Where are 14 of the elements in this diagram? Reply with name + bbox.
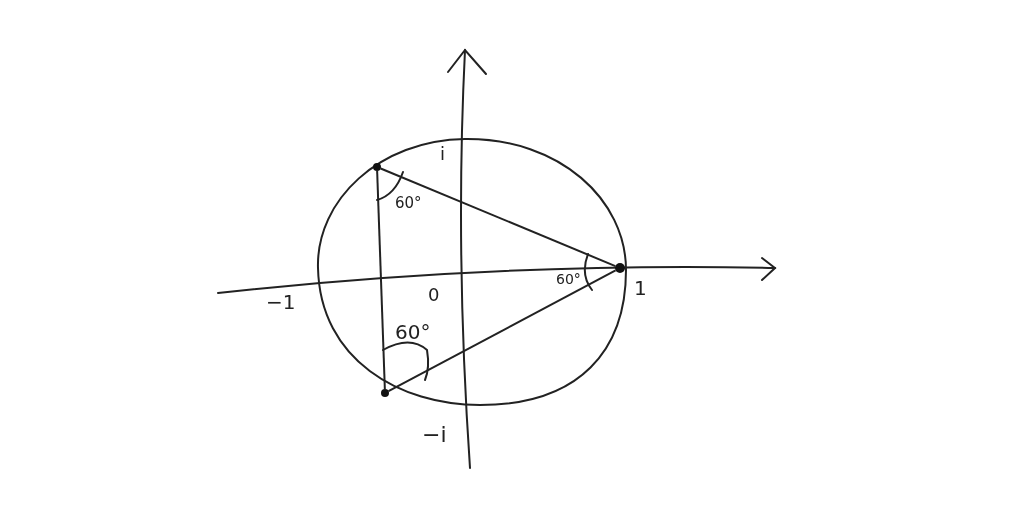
imag-unit-label: −i <box>422 424 447 446</box>
triangle-side <box>387 269 617 393</box>
imag-unit-label: i <box>440 145 445 163</box>
origin-label: 0 <box>428 286 440 304</box>
point-dot <box>615 263 625 273</box>
axis-number-label: 1 <box>634 278 647 298</box>
triangle-side <box>379 167 617 268</box>
angle-label: 60° <box>395 196 422 211</box>
point-dot <box>381 389 389 397</box>
point-dot <box>373 163 381 171</box>
angle-label: 60° <box>556 272 581 286</box>
triangle-side <box>376 170 386 390</box>
axis-number-label: −1 <box>266 292 296 312</box>
angle-label: 60° <box>395 322 431 342</box>
